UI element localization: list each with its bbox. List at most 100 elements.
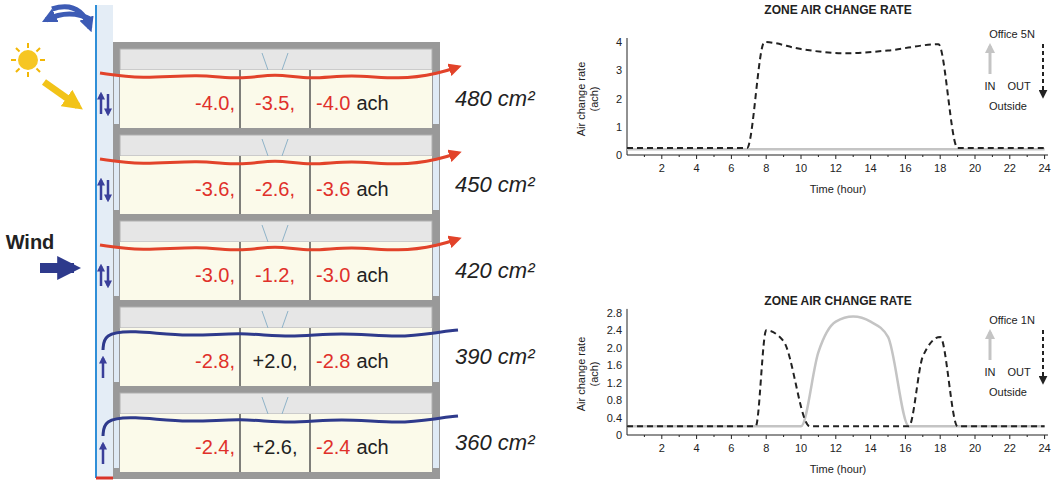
x-tick <box>679 155 680 157</box>
zone-cell: -2.8ach <box>310 336 432 386</box>
zone-cell: -2.8, <box>120 336 240 386</box>
zone-cell: -3.0, <box>120 250 240 300</box>
axis-label: Air change rate (ach) <box>575 53 600 145</box>
x-tick <box>766 435 767 439</box>
x-tick <box>905 435 906 439</box>
tick-label: 12 <box>830 442 842 455</box>
cavity-arrow-up <box>102 358 105 378</box>
x-tick <box>922 435 923 437</box>
tick-label: 2 <box>616 92 622 105</box>
tick-label: 18 <box>934 162 946 175</box>
tick-label: 24 <box>1038 162 1050 175</box>
x-tick <box>905 155 906 159</box>
wind-arrow <box>40 263 74 273</box>
tick-label: 1.6 <box>607 359 622 372</box>
sun-ray <box>36 48 40 52</box>
unit-text: ach <box>356 350 388 373</box>
zone-cell: -1.2, <box>240 250 310 300</box>
zone-cell: -2.6, <box>240 164 310 214</box>
sun-ray <box>27 72 29 77</box>
air-change-value: -3.5, <box>255 92 295 115</box>
legend-label: IN <box>985 80 996 93</box>
unit-text: ach <box>356 92 388 115</box>
zone-cell: -4.0, <box>120 78 240 128</box>
unit-text: ach <box>356 178 388 201</box>
unit-text: ach <box>356 436 388 459</box>
x-tick <box>888 155 889 157</box>
x-tick <box>661 435 662 439</box>
x-tick <box>783 155 784 157</box>
floor-zone: -4.0,-3.5,-4.0ach <box>120 78 432 128</box>
cavity-arrow-down <box>107 180 110 200</box>
x-tick <box>783 435 784 437</box>
cavity-arrow-up <box>100 180 103 200</box>
tick-label: 6 <box>728 162 734 175</box>
window <box>433 246 439 296</box>
sun-ray <box>27 43 29 48</box>
air-change-value: -2.4 <box>316 436 350 459</box>
floor-slab <box>113 386 440 393</box>
axis-label: Air change rate (ach) <box>575 328 600 420</box>
tick-label: 3 <box>616 64 622 77</box>
x-tick <box>696 435 697 439</box>
x-tick <box>975 435 976 439</box>
tick-label: 2.8 <box>607 307 622 320</box>
floor-zone: -3.0, -1.2, -3.0ach <box>120 250 432 300</box>
tick-label: 2 <box>659 162 665 175</box>
legend-label: Office 5N <box>989 28 1035 41</box>
air-change-value: -3.0 <box>316 264 350 287</box>
tick-label: 16 <box>899 442 911 455</box>
line-chart <box>627 38 1048 159</box>
x-tick <box>644 435 645 437</box>
air-change-value: -4.0, <box>195 92 235 115</box>
axis <box>627 38 1048 155</box>
tick-label: 8 <box>763 442 769 455</box>
tick-label: 4 <box>694 162 700 175</box>
airflow-exhaust <box>100 239 458 250</box>
x-tick <box>748 435 749 437</box>
ceiling-plenum <box>120 393 432 414</box>
ceiling-plenum <box>120 135 432 156</box>
x-tick <box>853 155 854 157</box>
x-tick <box>870 155 871 159</box>
floor-slab <box>113 472 440 479</box>
sun-symbol <box>11 43 45 77</box>
legend-in-arrow <box>989 46 992 74</box>
tick-label: 14 <box>864 442 876 455</box>
line-chart <box>627 309 1048 439</box>
floor-slab <box>113 300 440 307</box>
x-tick <box>992 435 993 437</box>
air-change-value: +2.6, <box>252 436 297 459</box>
x-tick <box>1044 155 1045 159</box>
x-tick <box>853 435 854 437</box>
tick-label: 16 <box>899 162 911 175</box>
window <box>114 246 119 296</box>
air-change-value: +2.0, <box>252 350 297 373</box>
tick-label: 2.0 <box>607 341 622 354</box>
floor-zone: -3.6,-2.6,-3.6ach <box>120 164 432 214</box>
legend-label: Outside <box>989 100 1027 113</box>
x-tick <box>661 155 662 159</box>
x-tick <box>1044 435 1045 439</box>
area-label: 360 cm² <box>455 430 534 455</box>
x-tick <box>870 435 871 439</box>
floor-slab <box>113 128 440 135</box>
air-change-value: -1.2, <box>255 264 295 287</box>
legend-label: Office 1N <box>989 314 1035 327</box>
x-tick <box>731 155 732 159</box>
cavity-arrow-down <box>107 94 110 114</box>
window <box>114 74 119 124</box>
airflow-exhaust <box>100 67 458 78</box>
zone-cell: -3.0ach <box>310 250 432 300</box>
x-tick <box>679 435 680 437</box>
airflow-exhaust <box>100 153 458 164</box>
x-tick <box>644 155 645 157</box>
tick-label: 6 <box>728 442 734 455</box>
tick-label: 10 <box>795 162 807 175</box>
outlet-arrow <box>52 7 90 28</box>
tick-label: 24 <box>1038 442 1050 455</box>
tick-label: 22 <box>1004 442 1016 455</box>
zone-cell: +2.0, <box>240 336 310 386</box>
legend-out-arrow <box>1042 44 1044 96</box>
